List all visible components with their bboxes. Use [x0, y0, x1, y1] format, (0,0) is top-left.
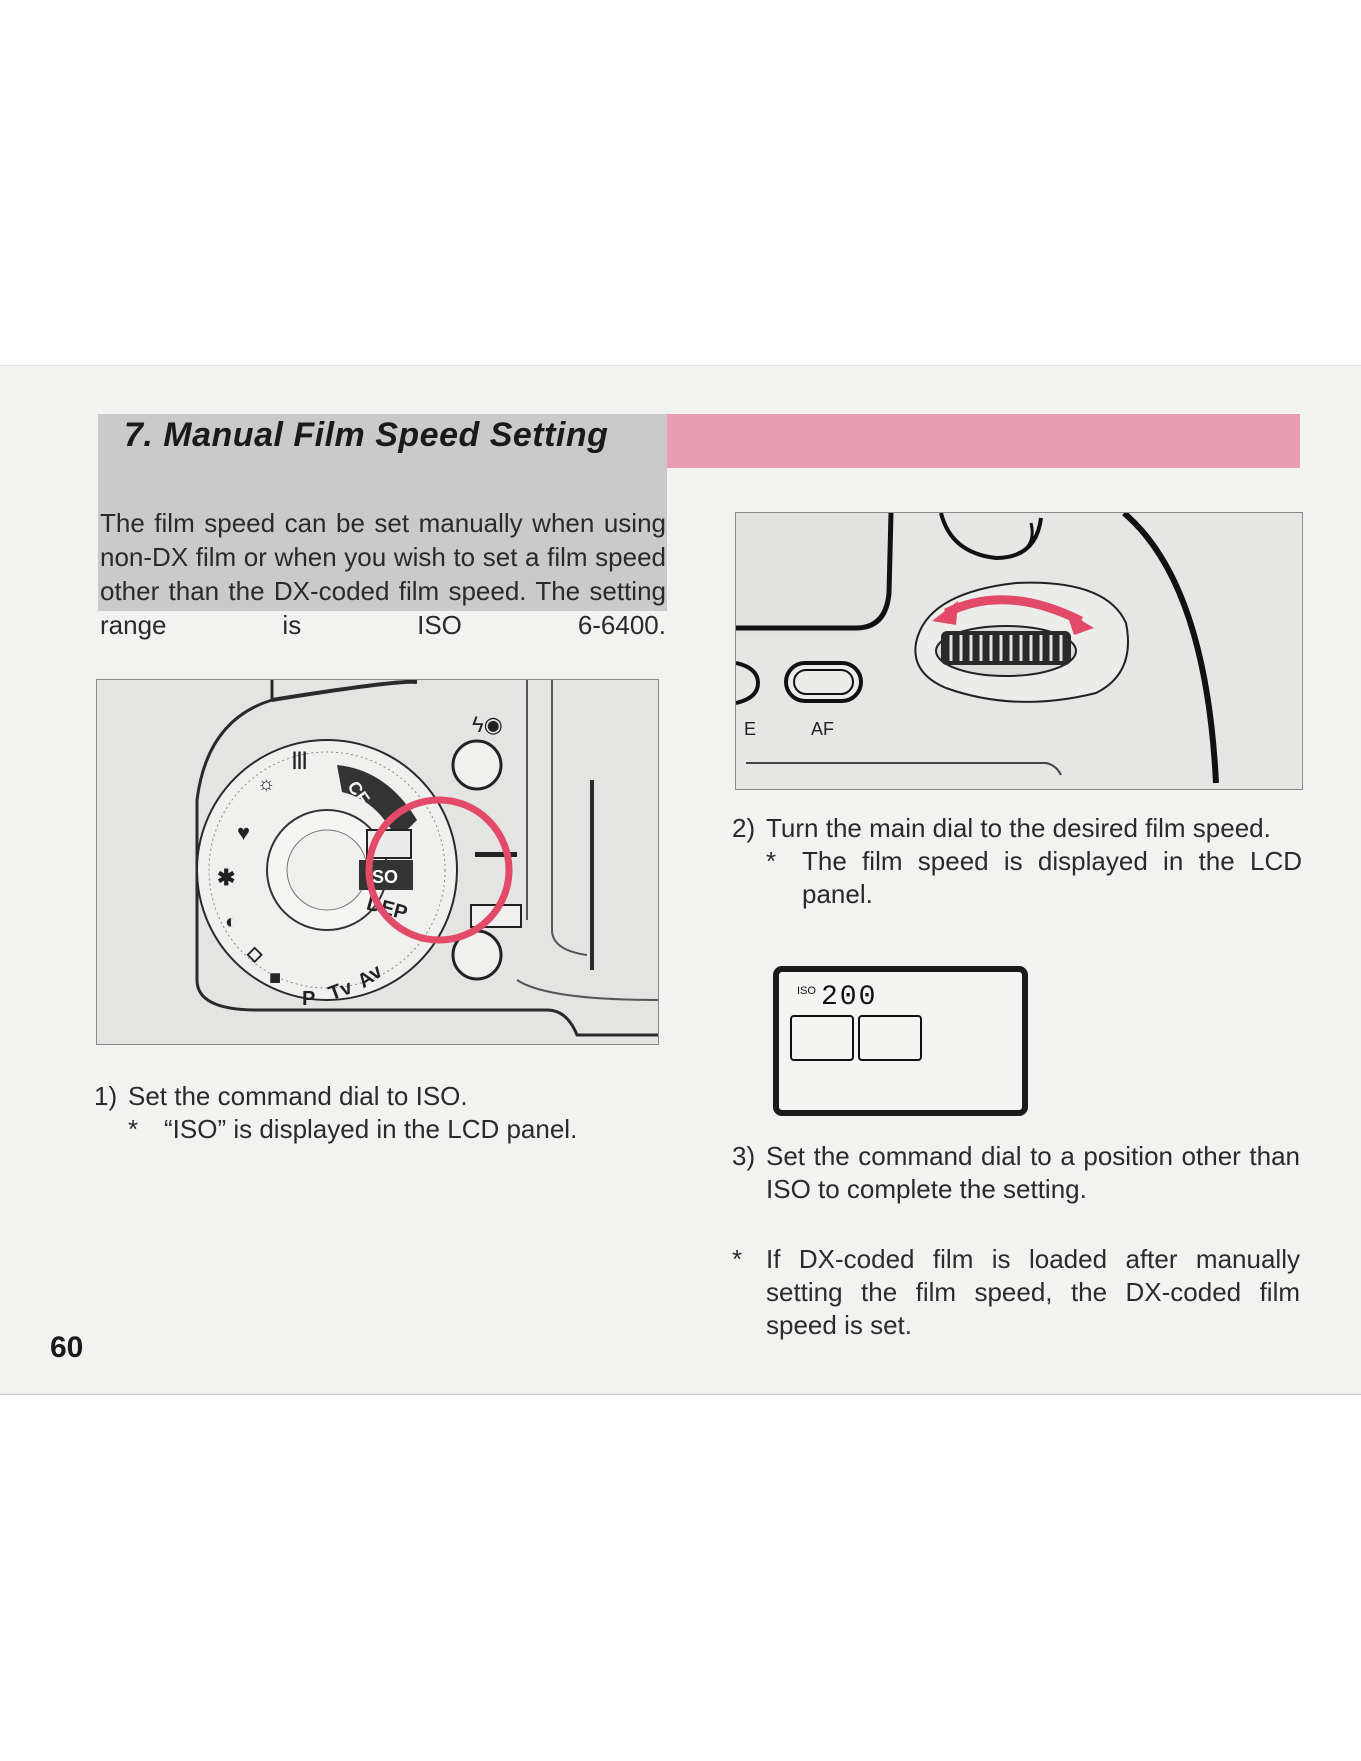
step-1-number: 1) — [94, 1081, 118, 1111]
step-2-note-marker: * — [766, 846, 777, 876]
step-2-text: Turn the main dial to the desired film s… — [766, 813, 1271, 843]
command-dial-illustration: ♥ ☼ ||| ✱ ◐ ◇ ■ P Tv Av CF ISO DEP ϟ◉ — [96, 679, 659, 1045]
flash-icon: ϟ◉ — [472, 712, 503, 737]
lcd-panel-drawing: ISO 200 — [773, 966, 1028, 1116]
mode-iso-label: ISO — [367, 867, 398, 887]
command-dial-drawing: ♥ ☼ ||| ✱ ◐ ◇ ■ P Tv Av CF ISO DEP ϟ◉ — [97, 680, 658, 1044]
step-3-text: Set the command dial to a position other… — [766, 1141, 1300, 1204]
main-dial-drawing: E AF — [736, 513, 1302, 789]
rotation-arrow — [943, 595, 1084, 626]
e-label: E — [744, 719, 756, 739]
svg-text:☼: ☼ — [257, 773, 275, 795]
lcd-film-speed-value: 200 — [821, 982, 877, 1013]
intro-paragraph: The film speed can be set manually when … — [100, 508, 666, 640]
manual-page: 7. Manual Film Speed Setting The film sp… — [0, 365, 1361, 1395]
step-2-note: * The film speed is displayed in the LCD… — [766, 845, 1302, 911]
svg-text:✱: ✱ — [217, 865, 235, 890]
step-1-text: Set the command dial to ISO. — [128, 1081, 468, 1111]
svg-text:♥: ♥ — [237, 820, 250, 845]
lcd-iso-label: ISO — [797, 985, 816, 997]
lcd-panel-illustration: ISO 200 — [773, 966, 1028, 1116]
svg-text:◐: ◐ — [225, 911, 237, 933]
page-number: 60 — [50, 1331, 84, 1364]
step-2-number: 2) — [732, 813, 756, 843]
step-2: 2) Turn the main dial to the desired fil… — [732, 812, 1302, 911]
step-3-number: 3) — [732, 1141, 756, 1171]
step-2-note-text: The film speed is displayed in the LCD p… — [802, 846, 1302, 909]
mode-p-label: P — [302, 988, 315, 1010]
footnote: * If DX-coded film is loaded after manua… — [732, 1243, 1300, 1342]
footnote-text: If DX-coded film is loaded after manuall… — [766, 1244, 1300, 1340]
step-1-note: * “ISO” is displayed in the LCD panel. — [128, 1113, 674, 1146]
iso-highlight-ring — [365, 796, 513, 944]
svg-text:|||: ||| — [292, 749, 307, 769]
step-3: 3) Set the command dial to a position ot… — [732, 1140, 1300, 1206]
intro-background — [98, 414, 667, 611]
svg-text:◇: ◇ — [246, 943, 263, 965]
footnote-marker: * — [732, 1244, 743, 1274]
svg-text:■: ■ — [269, 967, 281, 989]
step-1-note-text: “ISO” is displayed in the LCD panel. — [164, 1114, 578, 1144]
step-1-note-marker: * — [128, 1114, 139, 1144]
main-dial-illustration: E AF — [735, 512, 1303, 790]
section-title: 7. Manual Film Speed Setting — [124, 416, 609, 454]
step-1: 1) Set the command dial to ISO. * “ISO” … — [94, 1080, 674, 1146]
af-label: AF — [811, 719, 834, 739]
